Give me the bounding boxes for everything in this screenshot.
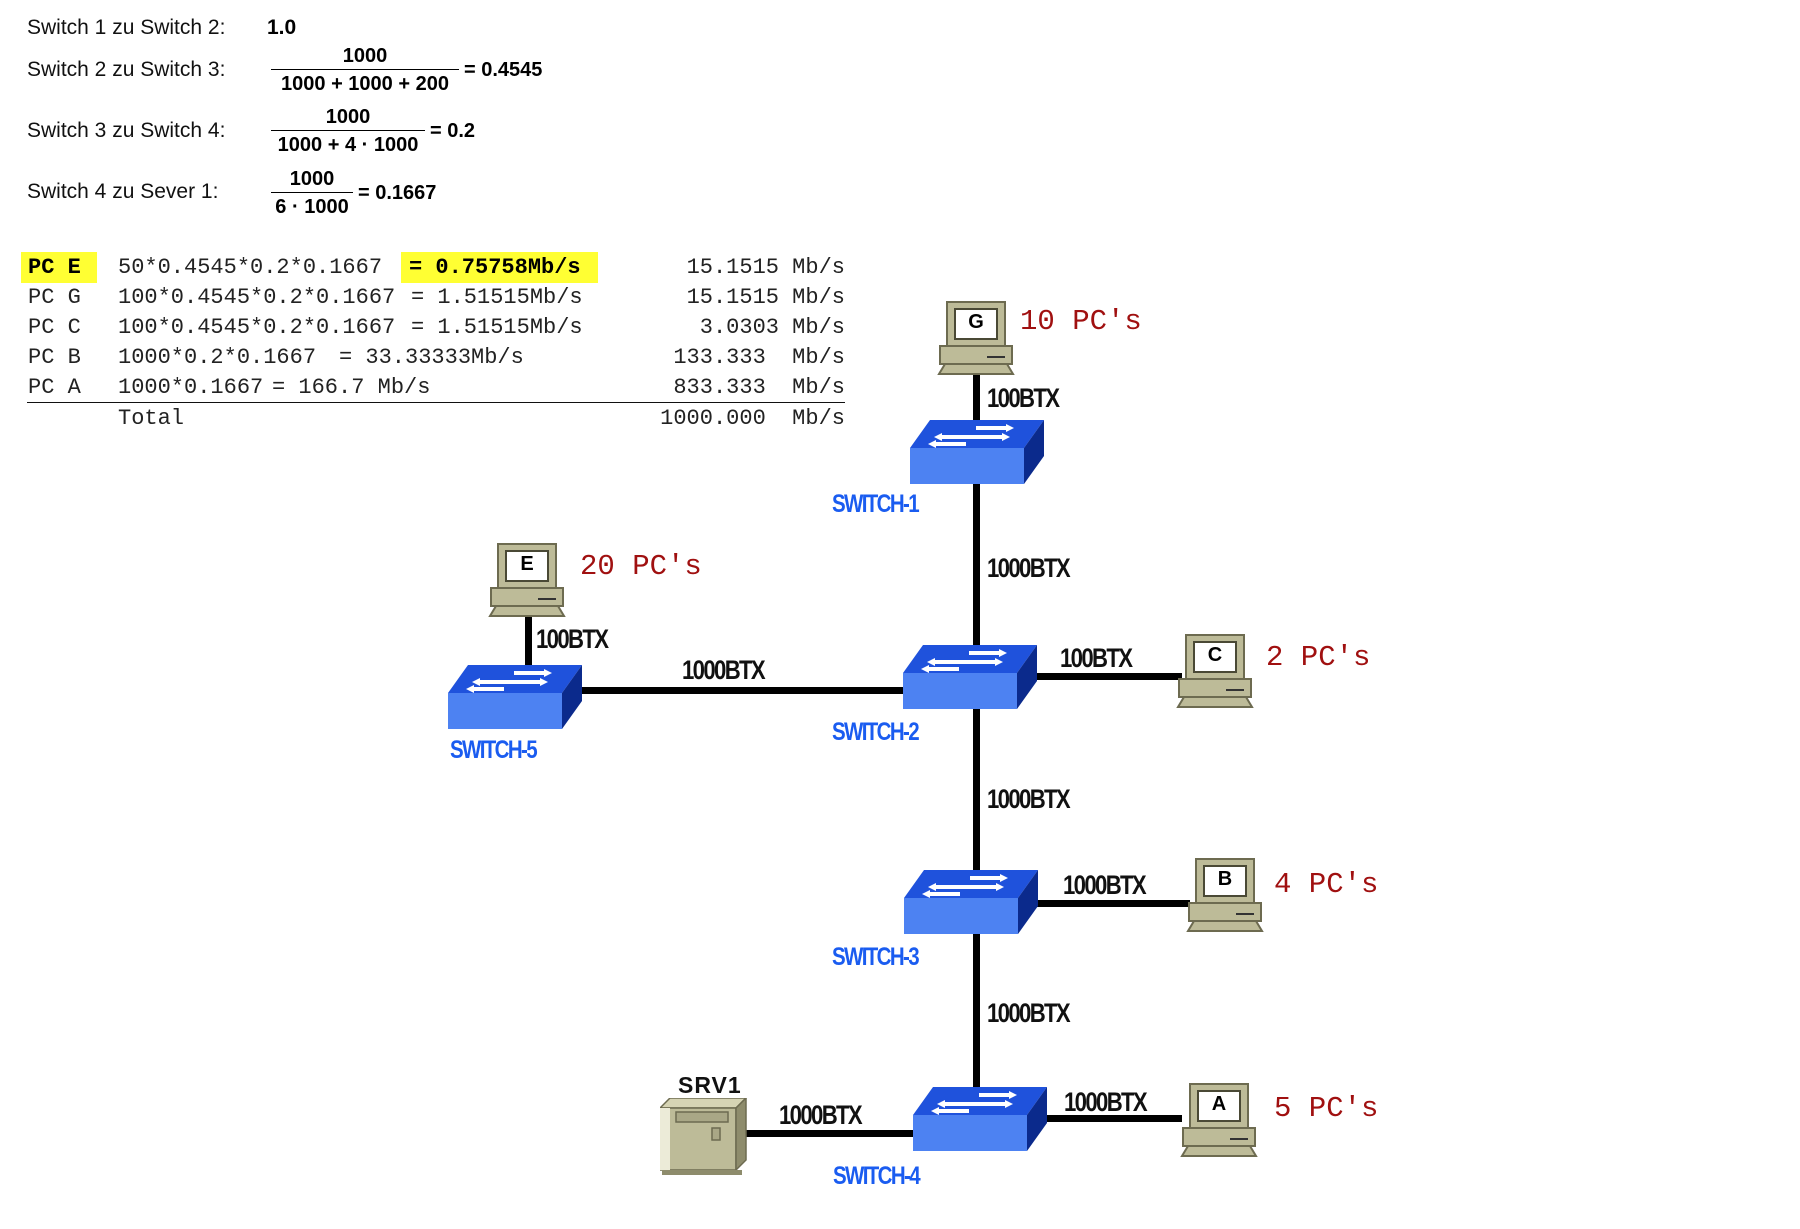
link-label: 1000BTX bbox=[1063, 870, 1147, 900]
pc-count: 5 PC's bbox=[1274, 1092, 1379, 1125]
link-label: 1000BTX bbox=[987, 553, 1071, 583]
pc-letter: E bbox=[520, 553, 534, 575]
switch-icon[interactable] bbox=[903, 645, 1037, 709]
formula: 1000*0.1667 bbox=[118, 375, 264, 400]
link-pc-e-switch-5 bbox=[525, 613, 532, 668]
formula: 100*0.4545*0.2*0.1667 bbox=[118, 315, 396, 340]
equation-label-4: Switch 4 zu Sever 1: bbox=[27, 180, 219, 203]
formula: 50*0.4545*0.2*0.1667 bbox=[118, 255, 383, 280]
equation-result-1: 1.0 bbox=[267, 16, 297, 39]
fraction-bar bbox=[271, 192, 353, 193]
switch-label: SWITCH-5 bbox=[450, 736, 538, 764]
denominator: 6 · 1000 bbox=[275, 196, 349, 218]
computer-icon bbox=[1176, 634, 1254, 708]
equation-label-3: Switch 3 zu Switch 4: bbox=[27, 119, 226, 142]
link-label: 100BTX bbox=[987, 383, 1060, 413]
pc-a[interactable]: A bbox=[1180, 1082, 1258, 1158]
equation-label-1: Switch 1 zu Switch 2: bbox=[27, 16, 226, 39]
fraction-bar bbox=[271, 69, 459, 70]
link-label: 1000BTX bbox=[779, 1100, 863, 1130]
numerator: 1000 bbox=[289, 168, 335, 190]
link-label: 1000BTX bbox=[682, 655, 766, 685]
pc-letter: A bbox=[1211, 1093, 1227, 1115]
switch-label: SWITCH-4 bbox=[833, 1162, 921, 1190]
pc-count: 10 PC's bbox=[1020, 305, 1142, 338]
equation-result-3: = 0.2 bbox=[430, 120, 476, 142]
link-switch-4-pc-a bbox=[1040, 1115, 1182, 1122]
link-switch-2-pc-c bbox=[1032, 673, 1182, 680]
total-label: Total bbox=[118, 406, 185, 431]
fraction-4: 1000 6 · 1000 bbox=[271, 166, 353, 221]
total-value: 1000.000 Mb/s bbox=[660, 406, 845, 431]
numerator: 1000 bbox=[325, 106, 371, 128]
pc-name: PC C bbox=[28, 315, 81, 340]
pc-total: 833.333 Mb/s bbox=[673, 375, 845, 400]
pc-letter: G bbox=[968, 311, 984, 333]
switch-label: SWITCH-1 bbox=[832, 490, 920, 518]
pc-letter: B bbox=[1217, 868, 1233, 890]
link-label: 1000BTX bbox=[987, 998, 1071, 1028]
link-pc-g-switch-1 bbox=[973, 375, 980, 425]
pc-e[interactable]: E bbox=[488, 542, 566, 618]
pc-total: 3.0303 Mb/s bbox=[699, 315, 845, 340]
link-srv1-switch-4 bbox=[742, 1130, 917, 1137]
pc-b[interactable]: B bbox=[1186, 857, 1264, 933]
fraction-3: 1000 1000 + 4 · 1000 bbox=[271, 104, 425, 159]
pc-name: PC B bbox=[28, 345, 81, 370]
pc-g[interactable]: G bbox=[937, 300, 1015, 376]
link-label: 100BTX bbox=[536, 624, 609, 654]
link-label: 100BTX bbox=[1060, 643, 1133, 673]
pc-name: PC G bbox=[28, 285, 81, 310]
pc-count: 4 PC's bbox=[1274, 868, 1379, 901]
pc-total: 15.1515 Mb/s bbox=[686, 255, 845, 280]
pc-total: 15.1515 Mb/s bbox=[686, 285, 845, 310]
result: = 1.51515Mb/s bbox=[411, 315, 583, 340]
link-label: 1000BTX bbox=[1064, 1087, 1148, 1117]
link-switch-2-switch-3 bbox=[973, 706, 980, 874]
result: = 166.7 Mb/s bbox=[272, 375, 431, 400]
sum-divider bbox=[27, 402, 845, 403]
denominator: 1000 + 1000 + 200 bbox=[281, 73, 449, 95]
result: = 1.51515Mb/s bbox=[411, 285, 583, 310]
server-label: SRV1 bbox=[678, 1072, 742, 1098]
pc-total: 133.333 Mb/s bbox=[673, 345, 845, 370]
result: = 33.33333Mb/s bbox=[339, 345, 524, 370]
numerator: 1000 bbox=[342, 45, 388, 67]
result: = 0.75758Mb/s bbox=[401, 252, 598, 283]
switch-icon[interactable] bbox=[904, 870, 1038, 934]
switch-icon[interactable] bbox=[913, 1087, 1047, 1151]
equation-result-4: = 0.1667 bbox=[358, 182, 437, 204]
switch-label: SWITCH-3 bbox=[832, 943, 920, 971]
computer-icon bbox=[1186, 858, 1264, 932]
link-label: 1000BTX bbox=[987, 784, 1071, 814]
formula: 1000*0.2*0.1667 bbox=[118, 345, 317, 370]
server-icon[interactable] bbox=[660, 1098, 748, 1176]
formula: 100*0.4545*0.2*0.1667 bbox=[118, 285, 396, 310]
equation-label-2: Switch 2 zu Switch 3: bbox=[27, 58, 226, 81]
link-switch-3-switch-4 bbox=[973, 930, 980, 1092]
pc-letter: C bbox=[1207, 644, 1223, 666]
computer-icon bbox=[1180, 1083, 1258, 1157]
pc-count: 2 PC's bbox=[1266, 641, 1371, 674]
switch-label: SWITCH-2 bbox=[832, 718, 920, 746]
pc-name: PC A bbox=[28, 375, 81, 400]
fraction-2: 1000 1000 + 1000 + 200 bbox=[271, 43, 459, 98]
fraction-bar bbox=[271, 130, 425, 131]
pc-c[interactable]: C bbox=[1176, 633, 1254, 709]
computer-icon bbox=[488, 543, 566, 617]
link-switch-1-switch-2 bbox=[973, 482, 980, 650]
switch-icon[interactable] bbox=[448, 665, 582, 729]
switch-icon[interactable] bbox=[910, 420, 1044, 484]
equation-result-2: = 0.4545 bbox=[464, 59, 543, 81]
link-switch-3-pc-b bbox=[1010, 900, 1190, 907]
pc-count: 20 PC's bbox=[580, 550, 702, 583]
denominator: 1000 + 4 · 1000 bbox=[277, 134, 419, 156]
computer-icon bbox=[937, 301, 1015, 375]
pc-name: PC E bbox=[21, 252, 97, 283]
link-switch-5-switch-2 bbox=[580, 687, 906, 694]
